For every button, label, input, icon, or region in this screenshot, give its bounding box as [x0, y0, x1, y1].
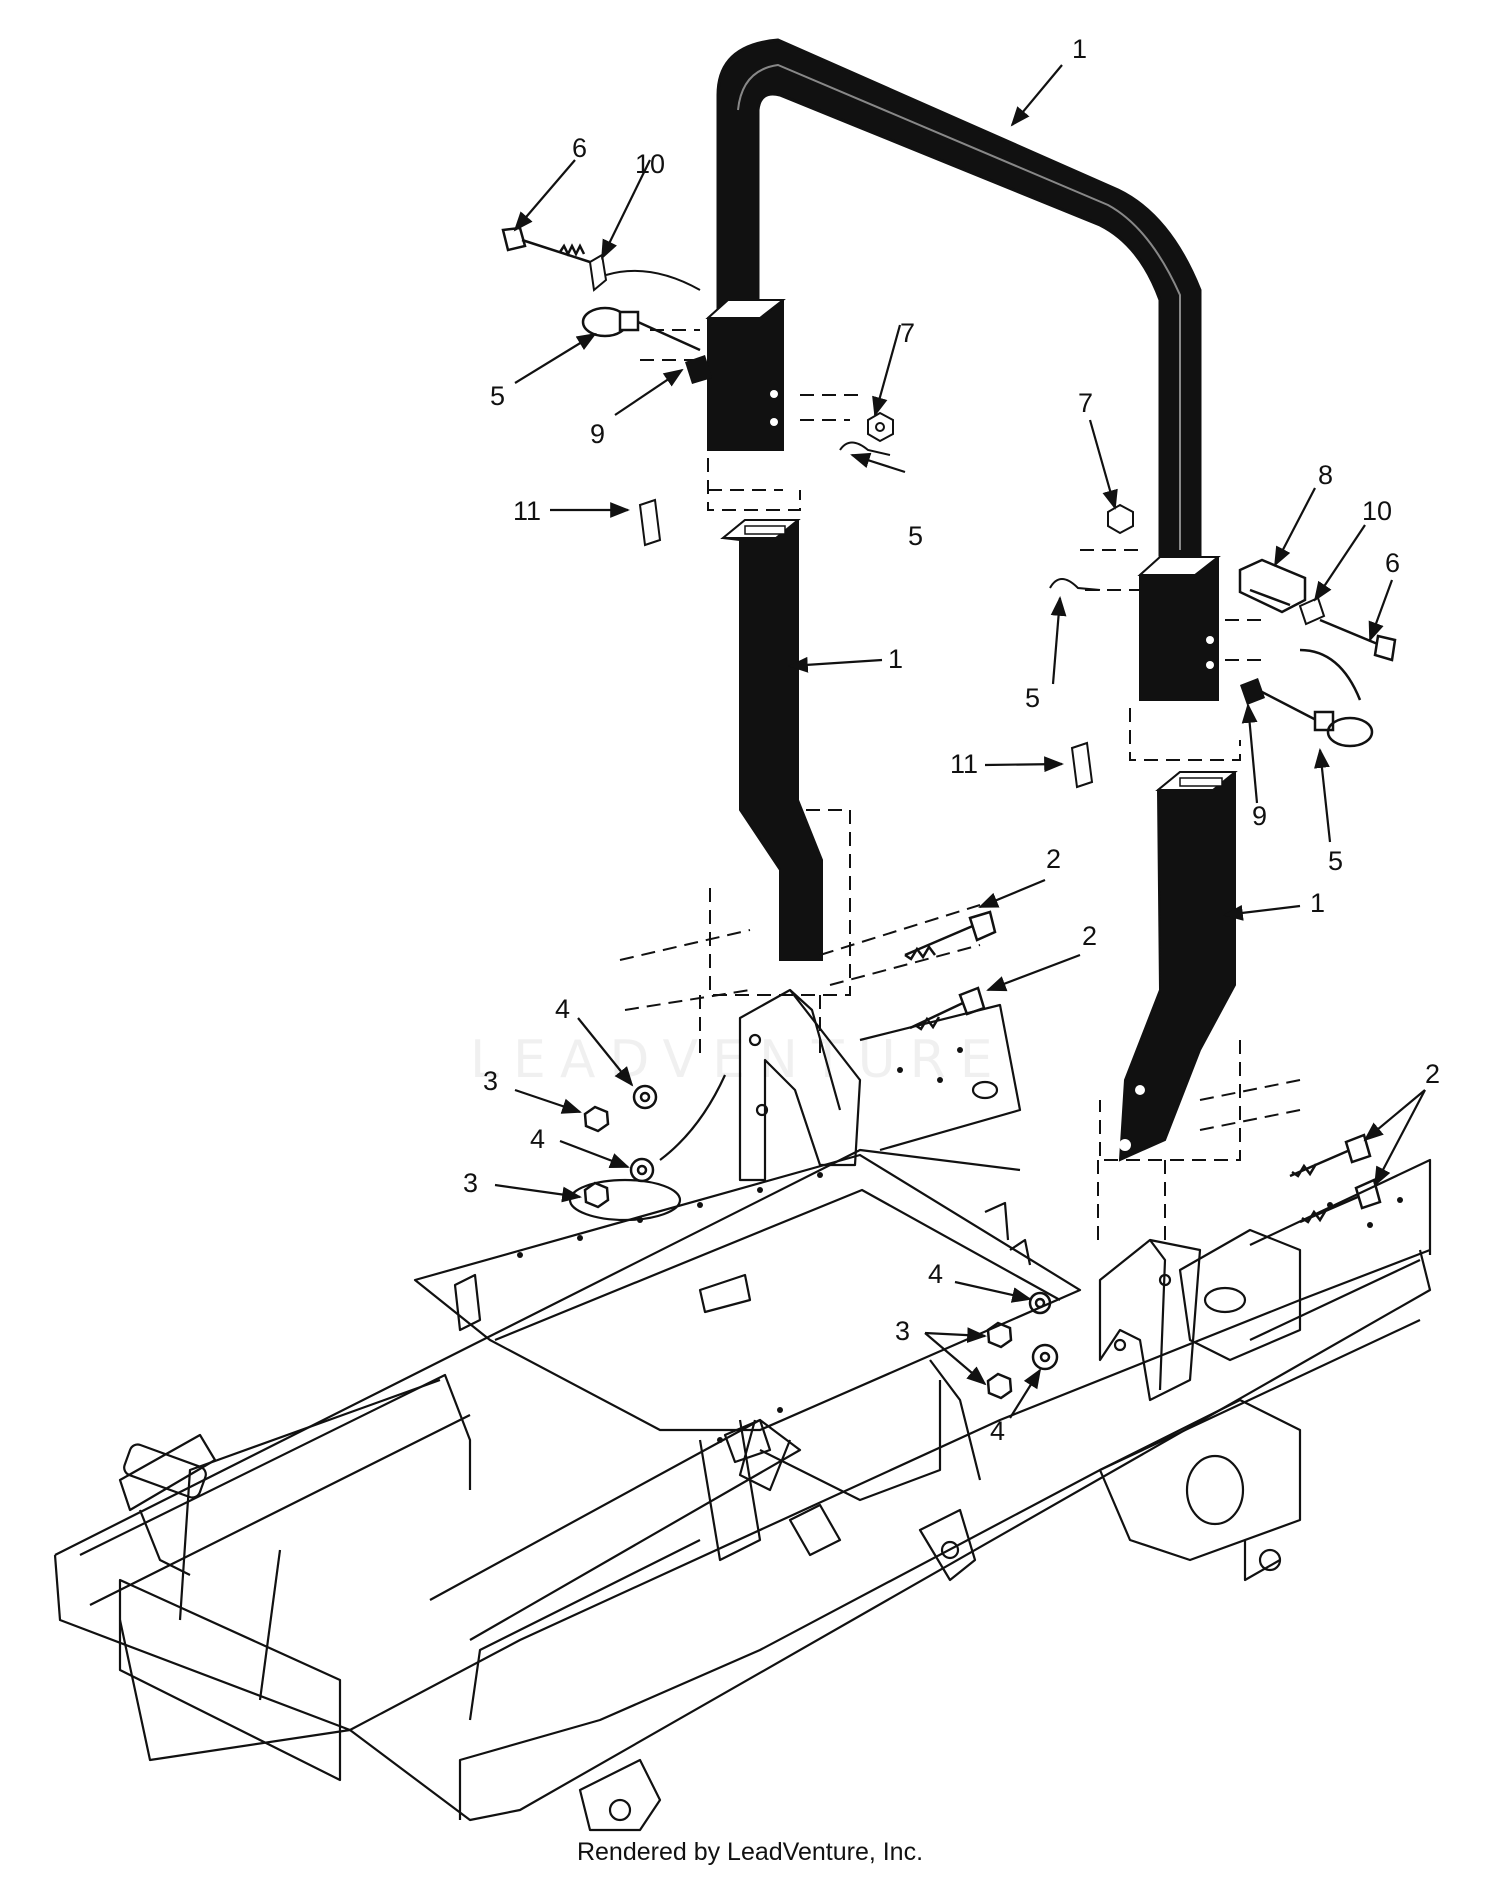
callout-10-clip-left: 10: [635, 149, 665, 179]
render-credit: Rendered by LeadVenture, Inc.: [576, 1838, 924, 1866]
clip-5-left: [839, 441, 891, 456]
clip-10-right: [1298, 596, 1326, 626]
callout-6-bolt-right: 6: [1385, 548, 1400, 578]
callout-4-washer-a: 4: [555, 994, 570, 1024]
callout-3-nut-c: 3: [895, 1316, 910, 1346]
bolt-6-right: [1319, 618, 1397, 662]
callout-11-latch-left: 11: [513, 496, 541, 526]
callout-3-nut-a: 3: [483, 1066, 498, 1096]
callout-8-bracket: 8: [1318, 460, 1333, 490]
callout-5-clip-left: 5: [908, 521, 923, 551]
callout-2-bolt-b: 2: [1082, 921, 1097, 951]
latch-11-left: [638, 498, 662, 547]
callout-10-clip-right: 10: [1362, 496, 1392, 526]
callout-labels: 1 1 1 2 2 2 3 3 3 4 4 4 4 5 5 5 5 6 6 7 …: [463, 34, 1440, 1446]
pin-5-right: [1261, 648, 1374, 748]
callout-4-washer-d: 4: [990, 1416, 1005, 1446]
nut-7-right: [1107, 503, 1134, 535]
washers-4: [629, 1084, 1059, 1371]
knob-9-right: [1240, 678, 1265, 705]
clip-5-right: [1049, 578, 1101, 591]
callout-7-nut-right: 7: [1078, 388, 1093, 418]
callout-7-nut-left: 7: [900, 318, 915, 348]
callout-3-nut-b: 3: [463, 1168, 478, 1198]
callout-4-washer-c: 4: [928, 1259, 943, 1289]
callout-5-pin-left: 5: [490, 381, 505, 411]
clip-10-left: [588, 253, 701, 292]
knob-9-left: [685, 355, 712, 384]
watermark: LEADVENTURE: [470, 1030, 1007, 1090]
latch-11-right: [1070, 741, 1094, 789]
callout-2-bolt-c: 2: [1425, 1059, 1440, 1089]
callout-4-washer-b: 4: [530, 1124, 545, 1154]
right-lower-tube: [1118, 771, 1238, 1162]
right-upper-sleeve: [1137, 556, 1221, 701]
callout-11-latch-right: 11: [950, 749, 978, 779]
bracket-8-right: [1238, 558, 1307, 614]
callout-6-bolt-left: 6: [572, 133, 587, 163]
callout-1-right-tube: 1: [1310, 888, 1325, 918]
mower-frame: [53, 988, 1432, 1832]
nut-7-left: [867, 411, 894, 443]
pin-5-left: [581, 306, 701, 352]
left-upper-sleeve: [705, 299, 786, 451]
callout-2-bolt-a: 2: [1046, 844, 1061, 874]
frame-holes: [517, 1047, 1403, 1443]
callout-1-left-tube: 1: [888, 644, 903, 674]
callout-9-knob-left: 9: [590, 419, 605, 449]
left-lower-tube: [720, 519, 823, 961]
roll-bar-upper-hoop: [716, 38, 1202, 557]
nuts-3: [583, 1105, 1013, 1400]
callout-5-clip-right: 5: [1025, 683, 1040, 713]
bolt-6-left: [501, 226, 591, 264]
callout-9-knob-right: 9: [1252, 801, 1267, 831]
callout-1-upper-hoop: 1: [1072, 34, 1087, 64]
callout-5-pin-right: 5: [1328, 846, 1343, 876]
callout-leaders: [494, 64, 1426, 1419]
